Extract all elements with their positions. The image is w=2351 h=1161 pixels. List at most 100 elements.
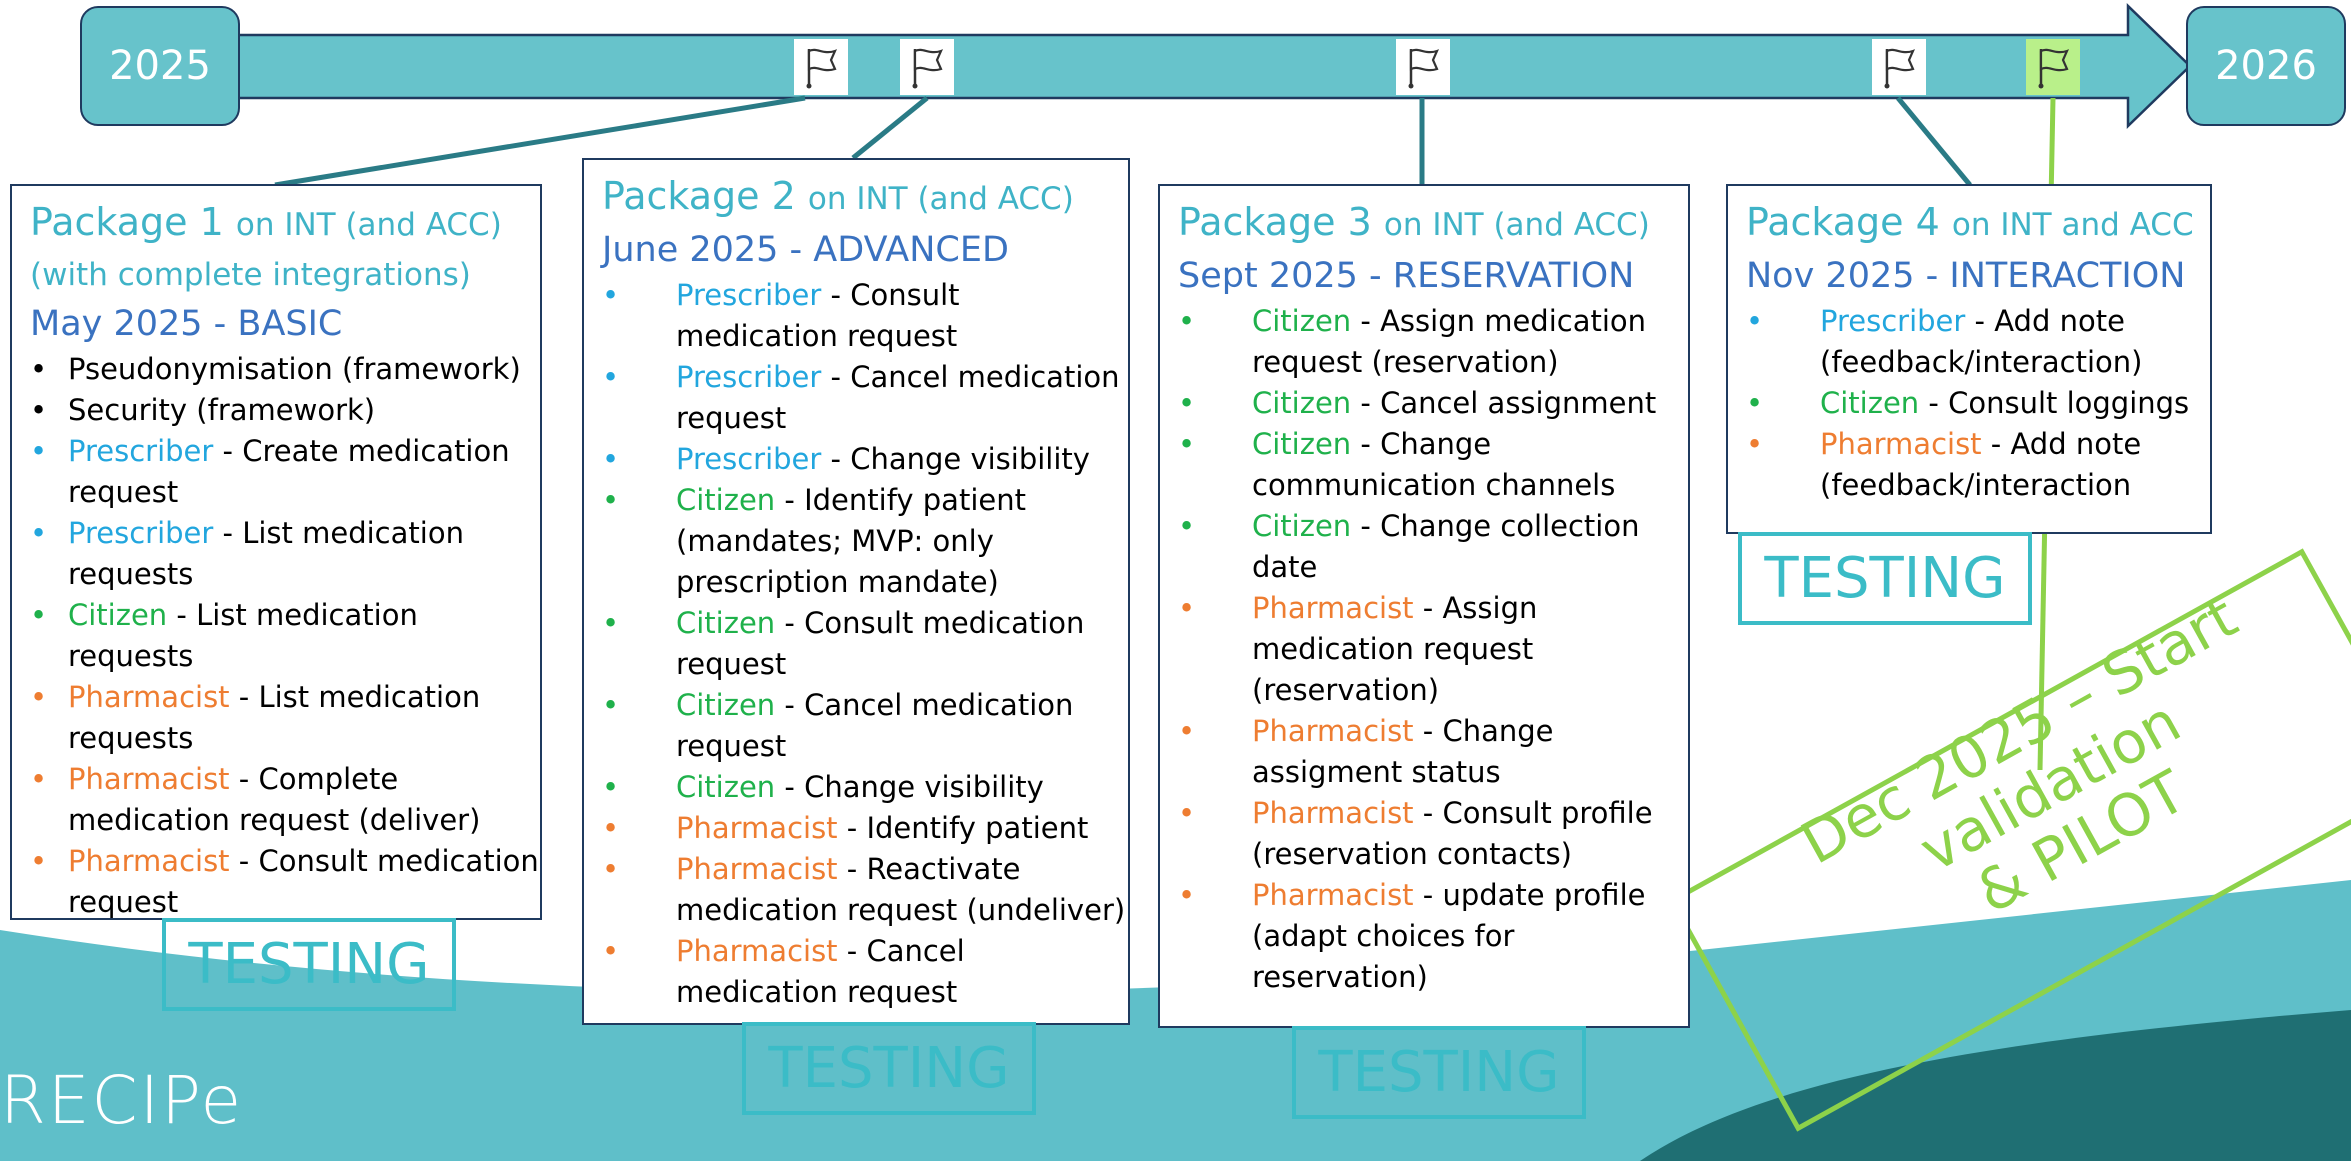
item-role: Pharmacist	[68, 680, 230, 714]
testing-label: TESTING	[1318, 1040, 1560, 1105]
item-role: Citizen	[676, 770, 776, 804]
package-4-card: Package 4 on INT and ACC Nov 2025 - INTE…	[1726, 184, 2212, 534]
list-item: •Pharmacist - Assign medication request …	[1160, 588, 1688, 711]
list-item: •Pharmacist - Complete medication reques…	[12, 759, 540, 841]
list-item: • Pharmacist - Reactivate medication requ…	[584, 849, 1128, 931]
bullet: •	[30, 352, 48, 386]
bullet: •	[30, 844, 48, 878]
bullet: •	[1746, 386, 1764, 420]
package-1-card: Package 1 on INT (and ACC) (with complet…	[10, 184, 542, 920]
bullet: •	[1178, 509, 1196, 543]
list-item: •Citizen - Assign medication request (re…	[1160, 301, 1688, 383]
bullet: •	[1178, 714, 1196, 748]
list-item: •Pharmacist - Consult profile (reservati…	[1160, 793, 1688, 875]
item-role: Pharmacist	[1252, 878, 1414, 912]
bullet: •	[30, 393, 48, 427]
bullet: •	[30, 680, 48, 714]
list-item: •Pharmacist - update profile (adapt choi…	[1160, 875, 1688, 998]
flag-package-1-icon	[794, 39, 848, 95]
bullet: •	[30, 598, 48, 632]
item-text: - Assign medication request (reservation…	[1252, 591, 1538, 707]
flag-package-3-icon	[1396, 39, 1450, 95]
item-text: - Identify patient	[837, 811, 1089, 845]
item-role: Citizen	[676, 483, 776, 517]
bullet: •	[602, 770, 620, 804]
item-text: - Reactivate medication request (undeliv…	[676, 852, 1126, 927]
package-1-note: (with complete integrations)	[30, 257, 471, 293]
item-text: - List medication requests	[68, 516, 464, 591]
list-item: • Citizen - Change collection date	[1160, 506, 1688, 588]
start-year-label: 2025	[109, 43, 211, 89]
item-text: - Cancel medication request	[676, 360, 1120, 435]
bullet: •	[602, 442, 620, 476]
package-2-env: on INT (and ACC)	[807, 181, 1074, 217]
pilot-box	[1668, 548, 2351, 1132]
item-role: Pharmacist	[1252, 591, 1414, 625]
timeline-arrow	[148, 3, 2192, 129]
list-item: •Security (framework)	[12, 390, 540, 431]
item-role: Citizen	[676, 688, 776, 722]
bullet: •	[1746, 304, 1764, 338]
package-2-items: •Prescriber - Consult medication request…	[584, 275, 1128, 1013]
bullet: •	[1178, 304, 1196, 338]
item-role: Pharmacist	[1252, 714, 1414, 748]
item-text: - Cancel medication request	[676, 688, 1074, 763]
list-item: •Prescriber - Add note (feedback/interac…	[1728, 301, 2210, 383]
item-text: Pseudonymisation (framework)	[68, 352, 521, 386]
package-1-date-phase: May 2025 - BASIC	[30, 304, 343, 344]
item-role: Prescriber	[676, 360, 822, 394]
testing-box-package-4: TESTING	[1738, 532, 2032, 625]
package-3-date-phase: Sept 2025 - RESERVATION	[1178, 256, 1635, 296]
package-1-env: on INT (and ACC)	[235, 207, 502, 243]
item-role: Pharmacist	[676, 852, 838, 886]
item-role: Citizen	[1252, 386, 1352, 420]
item-role: Citizen	[1252, 509, 1352, 543]
item-text: - Consult medication request	[676, 606, 1085, 681]
package-2-name: Package 2	[602, 174, 796, 218]
list-item: •Citizen - Change visibility	[584, 767, 1128, 808]
list-item: •Pharmacist - Add note (feedback/interac…	[1728, 424, 2210, 506]
bullet: •	[1178, 386, 1196, 420]
list-item: •Citizen - Identify patient (mandates; M…	[584, 480, 1128, 603]
item-text: - List medication requests	[68, 680, 481, 755]
list-item: •Citizen - List medication requests	[12, 595, 540, 677]
item-text: - Add note (feedback/interaction	[1820, 427, 2142, 502]
item-role: Citizen	[68, 598, 168, 632]
list-item: •Prescriber - Change visibility	[584, 439, 1128, 480]
item-role: Citizen	[676, 606, 776, 640]
bottom-wave-dark	[1640, 1010, 2351, 1161]
package-3-name: Package 3	[1178, 200, 1372, 244]
item-role: Prescriber	[1820, 304, 1966, 338]
bullet: •	[602, 852, 620, 886]
item-text: - Change collection date	[1252, 509, 1640, 584]
start-year-box: 2025	[80, 6, 240, 126]
flag-package-2-icon	[900, 39, 954, 95]
package-1-items: • Pseudonymisation (framework) •Security …	[12, 349, 540, 923]
item-role: Citizen	[1252, 304, 1352, 338]
list-item: •Citizen - Consult loggings	[1728, 383, 2210, 424]
list-item: • Pharmacist - List medication requests	[12, 677, 540, 759]
package-4-items: • Prescriber - Add note (feedback/interac…	[1728, 301, 2210, 506]
item-text: - Complete medication request (deliver)	[68, 762, 481, 837]
item-role: Prescriber	[676, 442, 822, 476]
flag-pilot-icon	[2026, 39, 2080, 95]
list-item: •Prescriber - Consult medication request	[584, 275, 1128, 357]
bullet: •	[602, 934, 620, 968]
package-2-card: Package 2 on INT (and ACC) June 2025 - A…	[582, 158, 1130, 1025]
bullet: •	[30, 762, 48, 796]
list-item: •Citizen - Consult medication request	[584, 603, 1128, 685]
list-item: • Prescriber - Cancel medication request	[584, 357, 1128, 439]
item-text: - Identify patient (mandates; MVP: only …	[676, 483, 1026, 599]
testing-box-package-3: TESTING	[1292, 1026, 1586, 1119]
list-item: •Citizen - Change communication channels	[1160, 424, 1688, 506]
bullet: •	[1178, 878, 1196, 912]
bullet: •	[602, 360, 620, 394]
list-item: •Pharmacist - Cancel medication request	[584, 931, 1128, 1013]
connector-package-2	[851, 96, 929, 160]
end-year-box: 2026	[2186, 6, 2346, 126]
item-role: Pharmacist	[676, 811, 838, 845]
item-role: Citizen	[1820, 386, 1920, 420]
list-item: • Pseudonymisation (framework)	[12, 349, 540, 390]
package-1-name: Package 1	[30, 200, 224, 244]
testing-box-package-2: TESTING	[742, 1022, 1036, 1115]
